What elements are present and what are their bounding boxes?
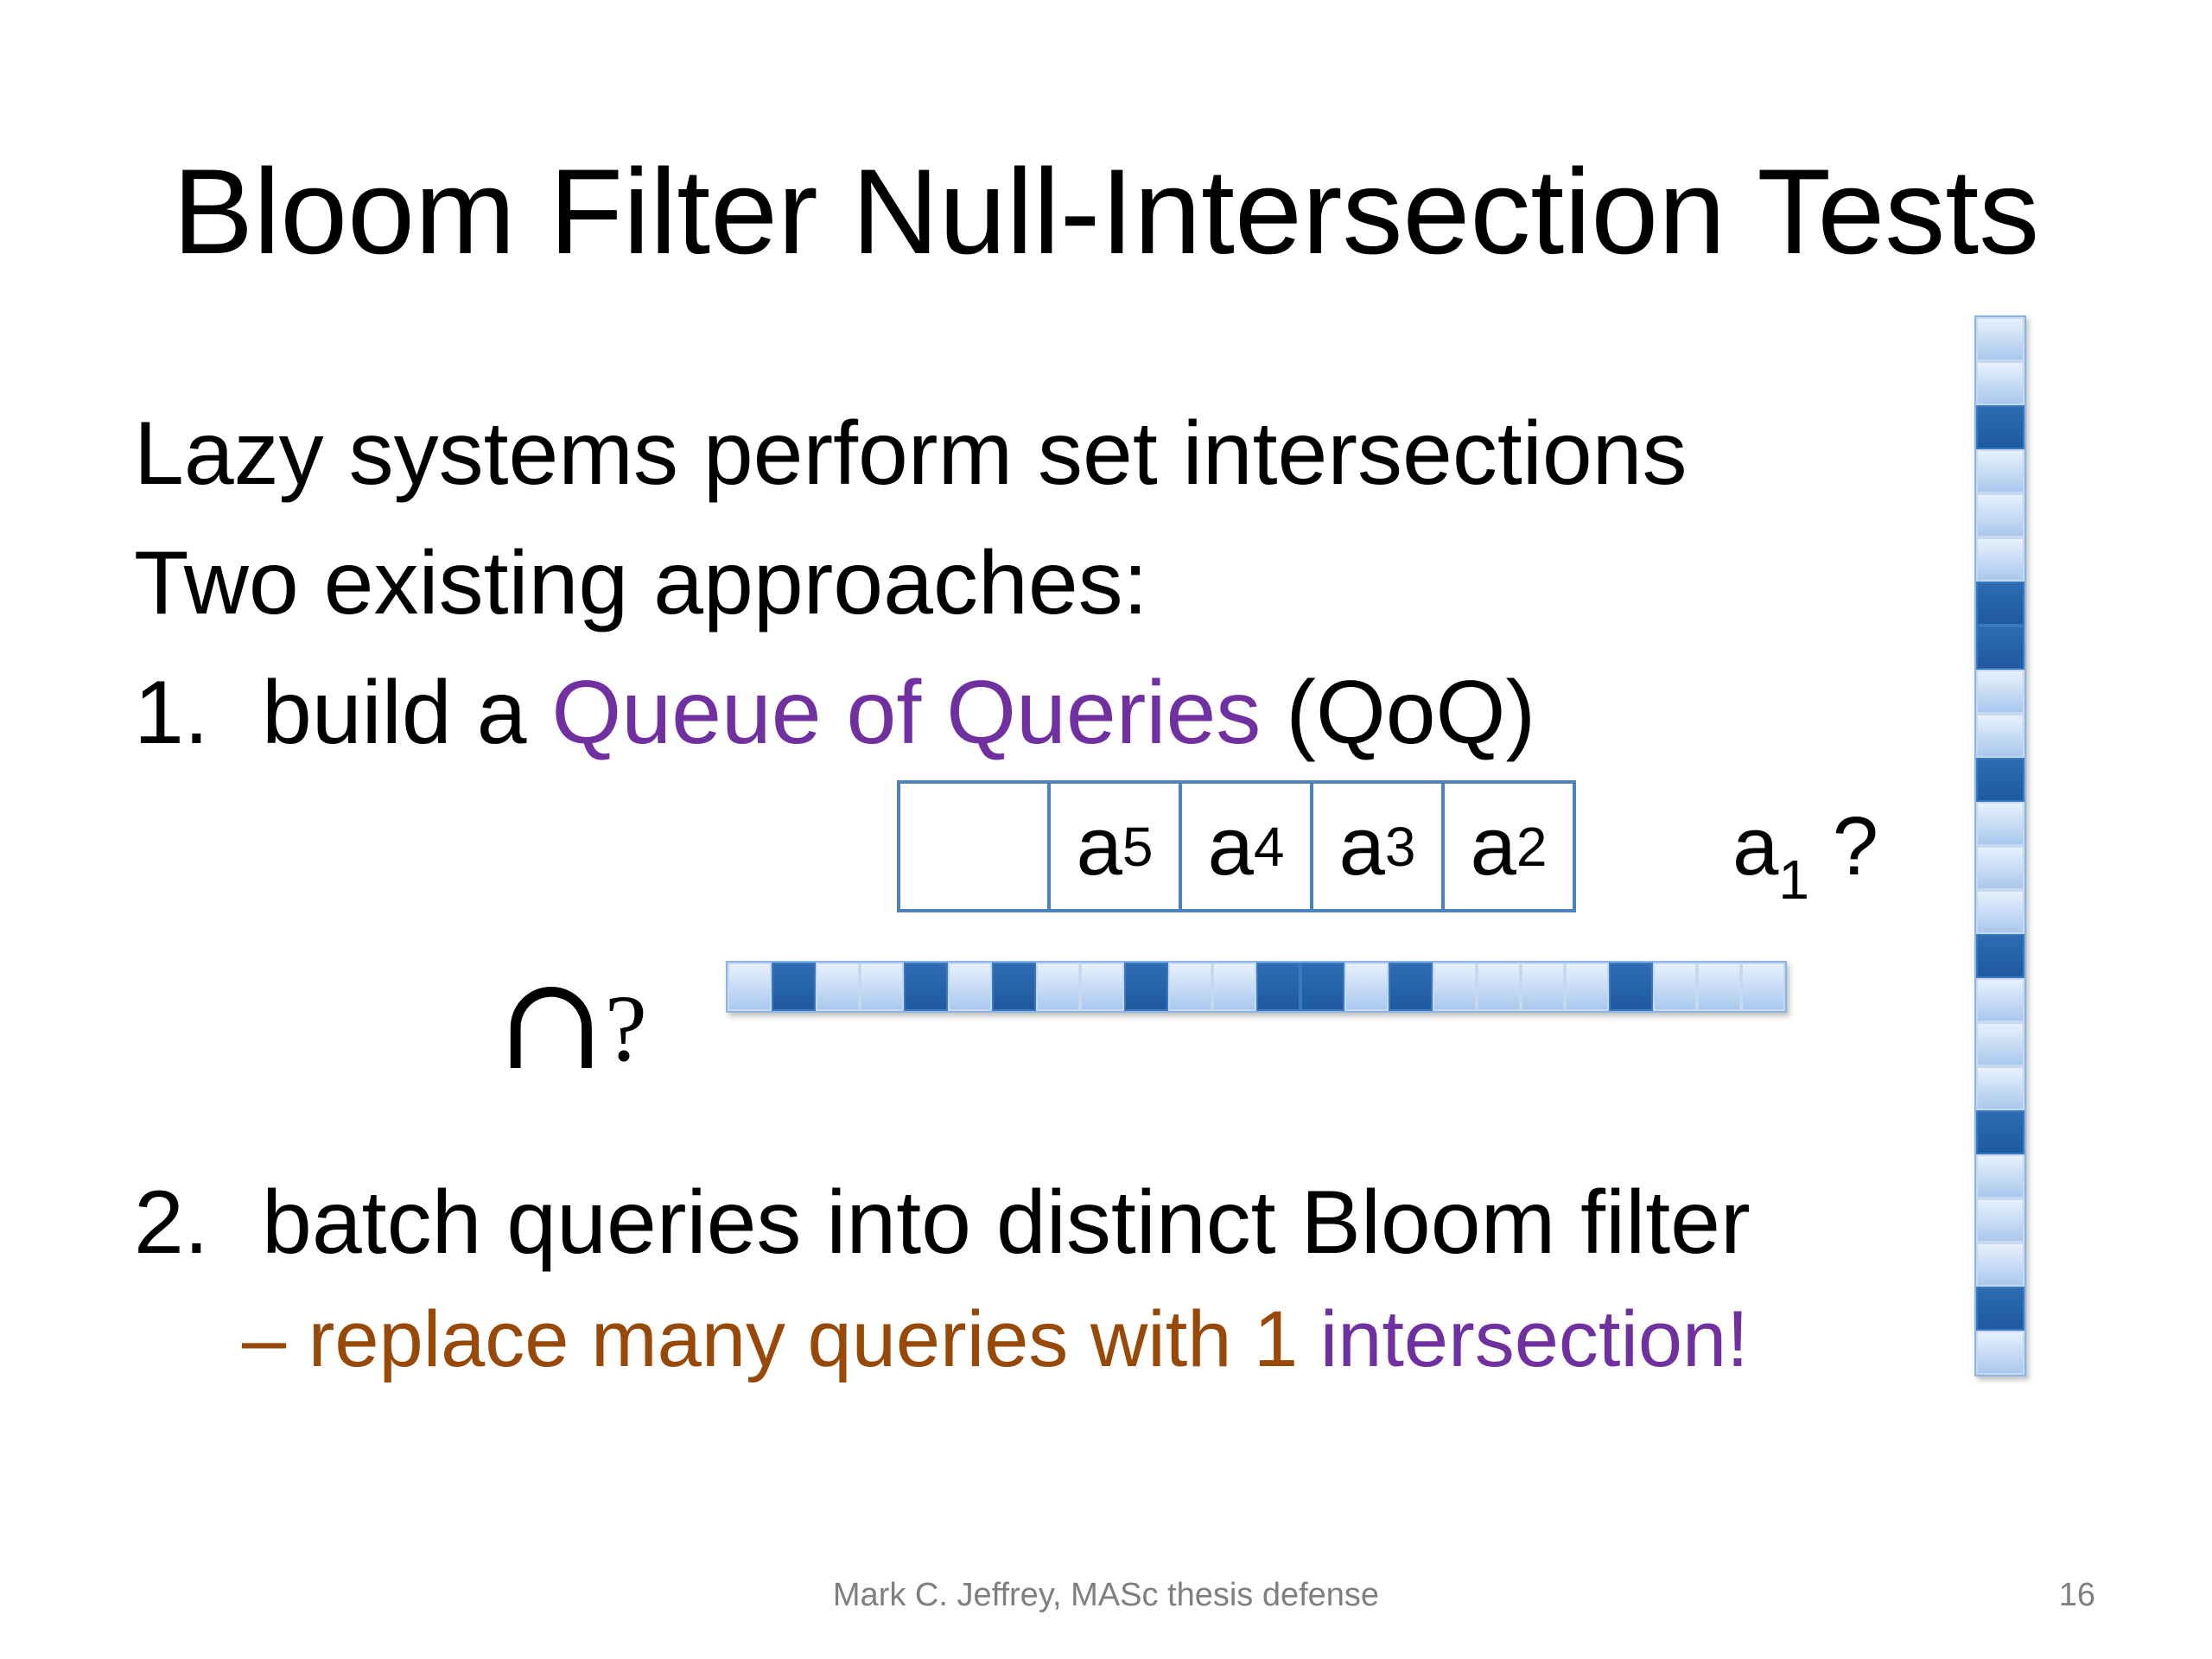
bloom-bit-set bbox=[1256, 963, 1300, 1011]
list-item-batch: 2. batch queries into distinct Bloom filt… bbox=[134, 1171, 1751, 1274]
current-query: a1 ? bbox=[1732, 799, 1878, 927]
queue-item-subscript: 5 bbox=[1122, 815, 1154, 878]
bloom-bit-clear bbox=[1344, 963, 1389, 1011]
bloom-bit-set bbox=[1976, 405, 2024, 449]
bloom-bit-clear bbox=[1976, 890, 2024, 934]
bloom-bit-clear bbox=[1976, 846, 2024, 890]
subpoint-replace: – replace many queries with 1 intersecti… bbox=[242, 1292, 1749, 1387]
bloom-bit-clear bbox=[1697, 963, 1741, 1011]
bloom-bit-clear bbox=[1521, 963, 1565, 1011]
bloom-bit-clear bbox=[1168, 963, 1212, 1011]
bloom-bit-set bbox=[1300, 963, 1344, 1011]
list-item-qoq-prefix: build a bbox=[262, 663, 552, 763]
bloom-bit-set bbox=[1609, 963, 1653, 1011]
bloom-bit-clear bbox=[1433, 963, 1477, 1011]
bloom-bit-clear bbox=[1976, 537, 2024, 582]
intersection-symbol: ∩ bbox=[497, 949, 606, 1099]
subpoint-intersection-text: intersection! bbox=[1319, 1295, 1749, 1383]
intersection-question-mark: ? bbox=[605, 976, 647, 1081]
page-number: 16 bbox=[2058, 1577, 2095, 1613]
bloom-bit-clear bbox=[1212, 963, 1256, 1011]
bullet-lazy-systems: Lazy systems perform set intersections bbox=[134, 404, 1688, 504]
bloom-bit-clear bbox=[728, 963, 772, 1011]
list-item-qoq-suffix: (QoQ) bbox=[1261, 663, 1536, 763]
slide-title: Bloom Filter Null-Intersection Tests bbox=[172, 143, 2040, 279]
bloom-bit-set bbox=[1976, 1287, 2024, 1331]
bloom-bit-set bbox=[1389, 963, 1433, 1011]
bloom-bit-clear bbox=[1976, 1331, 2024, 1375]
queue-item-base: a bbox=[1470, 799, 1516, 893]
footer-text: Mark C. Jeffrey, MASc thesis defense bbox=[832, 1577, 1380, 1613]
bloom-bit-clear bbox=[1036, 963, 1080, 1011]
bloom-bit-clear bbox=[1976, 493, 2024, 537]
vertical-bloom-filter bbox=[1974, 315, 2026, 1376]
bloom-bit-clear bbox=[1976, 449, 2024, 493]
queue-empty-slot bbox=[900, 784, 1047, 909]
bloom-bit-set bbox=[992, 963, 1036, 1011]
bloom-bit-clear bbox=[1976, 978, 2024, 1022]
queue-item-subscript: 2 bbox=[1516, 815, 1548, 878]
bloom-bit-clear bbox=[1976, 1154, 2024, 1198]
bloom-bit-clear bbox=[1976, 714, 2024, 758]
bloom-bit-clear bbox=[1976, 317, 2024, 361]
bloom-bit-clear bbox=[948, 963, 992, 1011]
bloom-bit-clear bbox=[1565, 963, 1609, 1011]
bloom-bit-clear bbox=[1653, 963, 1697, 1011]
current-query-base: a bbox=[1732, 800, 1779, 893]
bloom-bit-set bbox=[1976, 1110, 2024, 1154]
bloom-bit-clear bbox=[1976, 1066, 2024, 1110]
list-number-1: 1. bbox=[134, 663, 209, 763]
bloom-bit-set bbox=[1124, 963, 1168, 1011]
bloom-bit-set bbox=[772, 963, 816, 1011]
bloom-bit-set bbox=[1976, 582, 2024, 626]
list-number-2: 2. bbox=[134, 1173, 209, 1273]
bullet-two-approaches: Two existing approaches: bbox=[134, 533, 1148, 633]
bloom-bit-set bbox=[904, 963, 948, 1011]
queue-item-base: a bbox=[1207, 799, 1254, 893]
queue-item-subscript: 3 bbox=[1384, 815, 1416, 878]
queue-item-base: a bbox=[1338, 799, 1385, 893]
subpoint-replace-text: – replace many queries with 1 bbox=[242, 1295, 1320, 1383]
bloom-bit-set bbox=[1976, 626, 2024, 670]
list-item-qoq: 1. build a Queue of Queries (QoQ) bbox=[134, 661, 1535, 765]
bloom-bit-set bbox=[1976, 758, 2024, 802]
bloom-bit-clear bbox=[816, 963, 860, 1011]
bloom-bit-set bbox=[1976, 934, 2024, 978]
bloom-bit-clear bbox=[1976, 361, 2024, 405]
bloom-bit-clear bbox=[1477, 963, 1521, 1011]
list-item-batch-text: batch queries into distinct Bloom filter bbox=[262, 1173, 1751, 1273]
horizontal-bloom-filter bbox=[726, 961, 1787, 1013]
queue-item-base: a bbox=[1076, 799, 1122, 893]
current-query-suffix: ? bbox=[1808, 800, 1879, 893]
bloom-bit-clear bbox=[1080, 963, 1124, 1011]
bloom-bit-clear bbox=[1976, 1243, 2024, 1287]
list-item-qoq-highlight: Queue of Queries bbox=[551, 663, 1262, 763]
bloom-bit-clear bbox=[1741, 963, 1785, 1011]
bloom-bit-clear bbox=[1976, 670, 2024, 714]
bloom-bit-clear bbox=[860, 963, 904, 1011]
current-query-subscript: 1 bbox=[1778, 849, 1809, 911]
bloom-bit-clear bbox=[1976, 1022, 2024, 1066]
bloom-bit-clear bbox=[1976, 1198, 2024, 1243]
queue-item-subscript: 4 bbox=[1253, 815, 1285, 878]
bloom-bit-clear bbox=[1976, 802, 2024, 846]
